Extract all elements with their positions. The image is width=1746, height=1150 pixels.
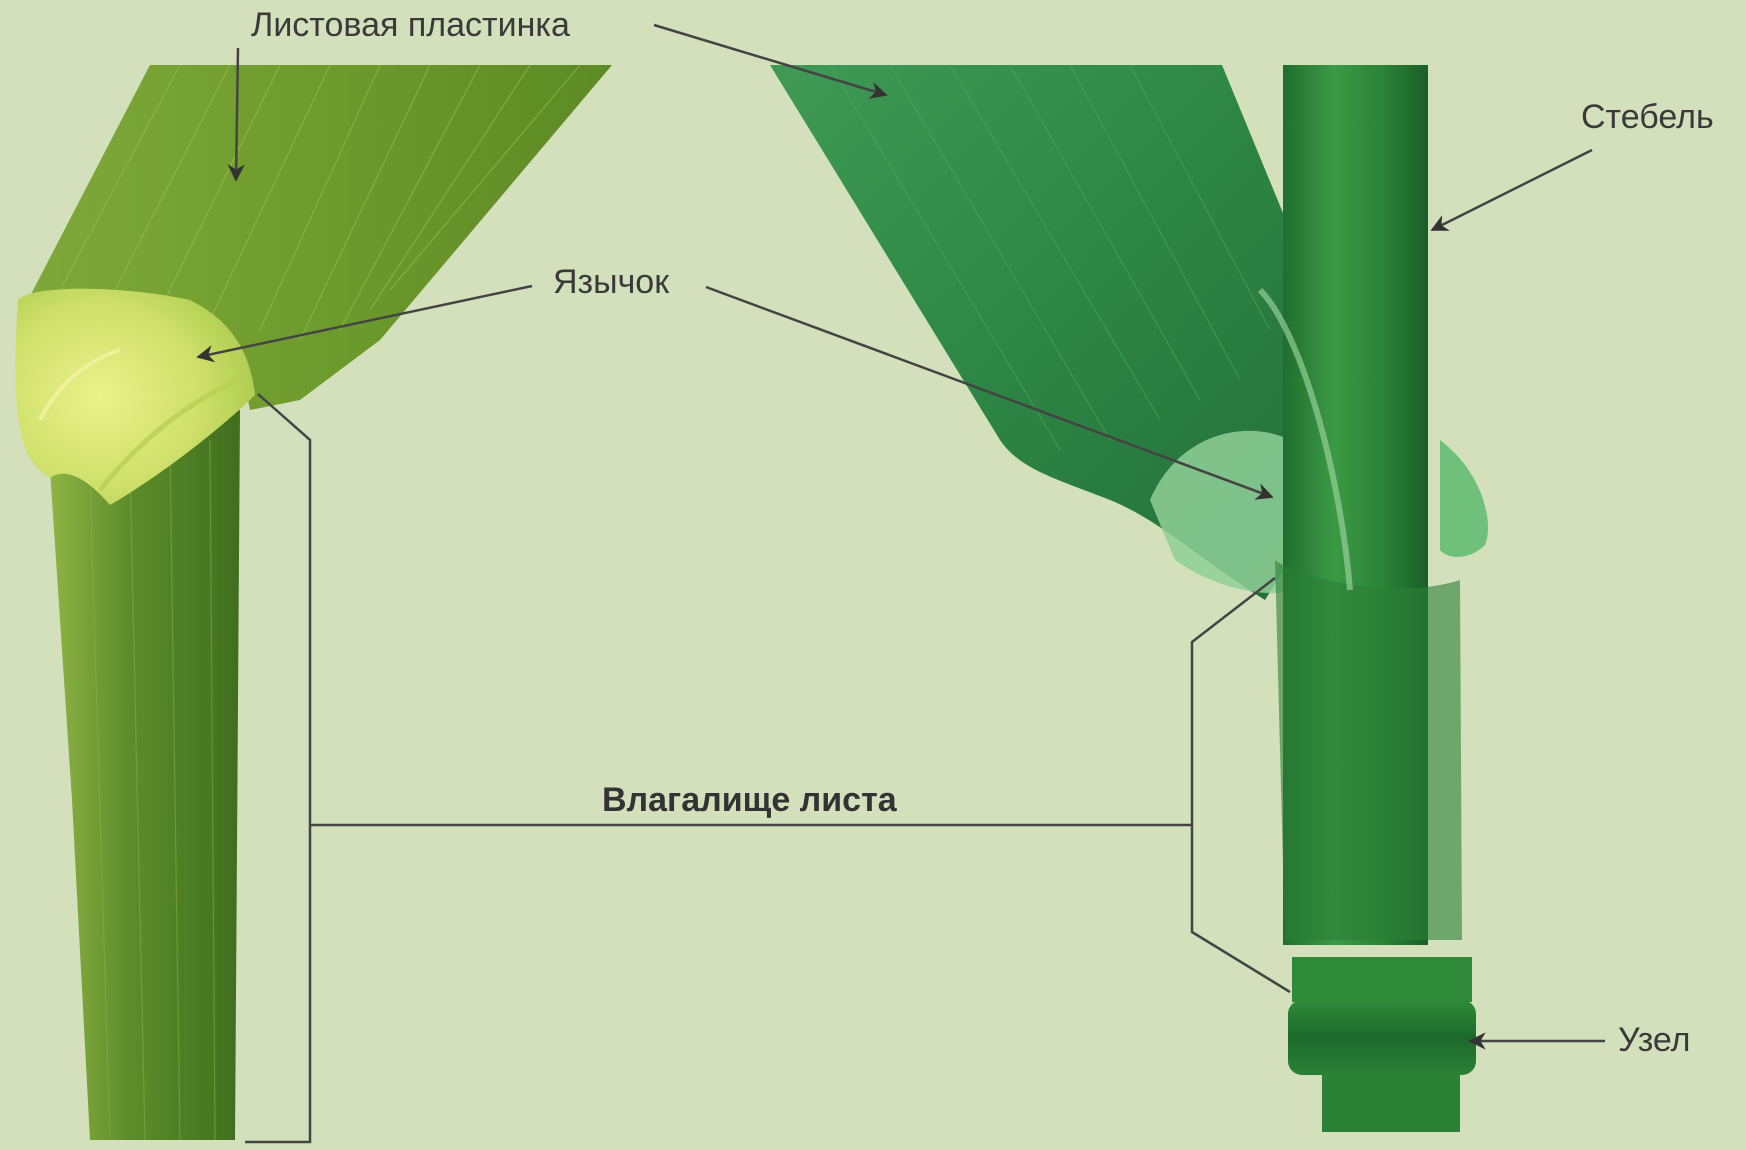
left-leaf <box>15 65 612 1140</box>
label-stem: Стебель <box>1577 100 1718 134</box>
arrow-stem <box>1432 150 1592 230</box>
label-leaf-blade: Листовая пластинка <box>247 8 574 42</box>
right-leaf-sheath <box>1275 560 1462 940</box>
bracket-sheath-left <box>245 394 310 1142</box>
right-leaf <box>770 65 1488 1132</box>
left-leaf-sheath <box>50 410 240 1140</box>
bracket-sheath-right <box>1192 578 1290 992</box>
node <box>1288 957 1476 1132</box>
label-leaf-sheath: Влагалище листа <box>598 783 901 817</box>
auricle <box>1440 440 1488 557</box>
arrow-blade-right <box>654 25 886 95</box>
label-node: Узел <box>1614 1023 1695 1057</box>
label-ligule: Язычок <box>549 265 673 299</box>
